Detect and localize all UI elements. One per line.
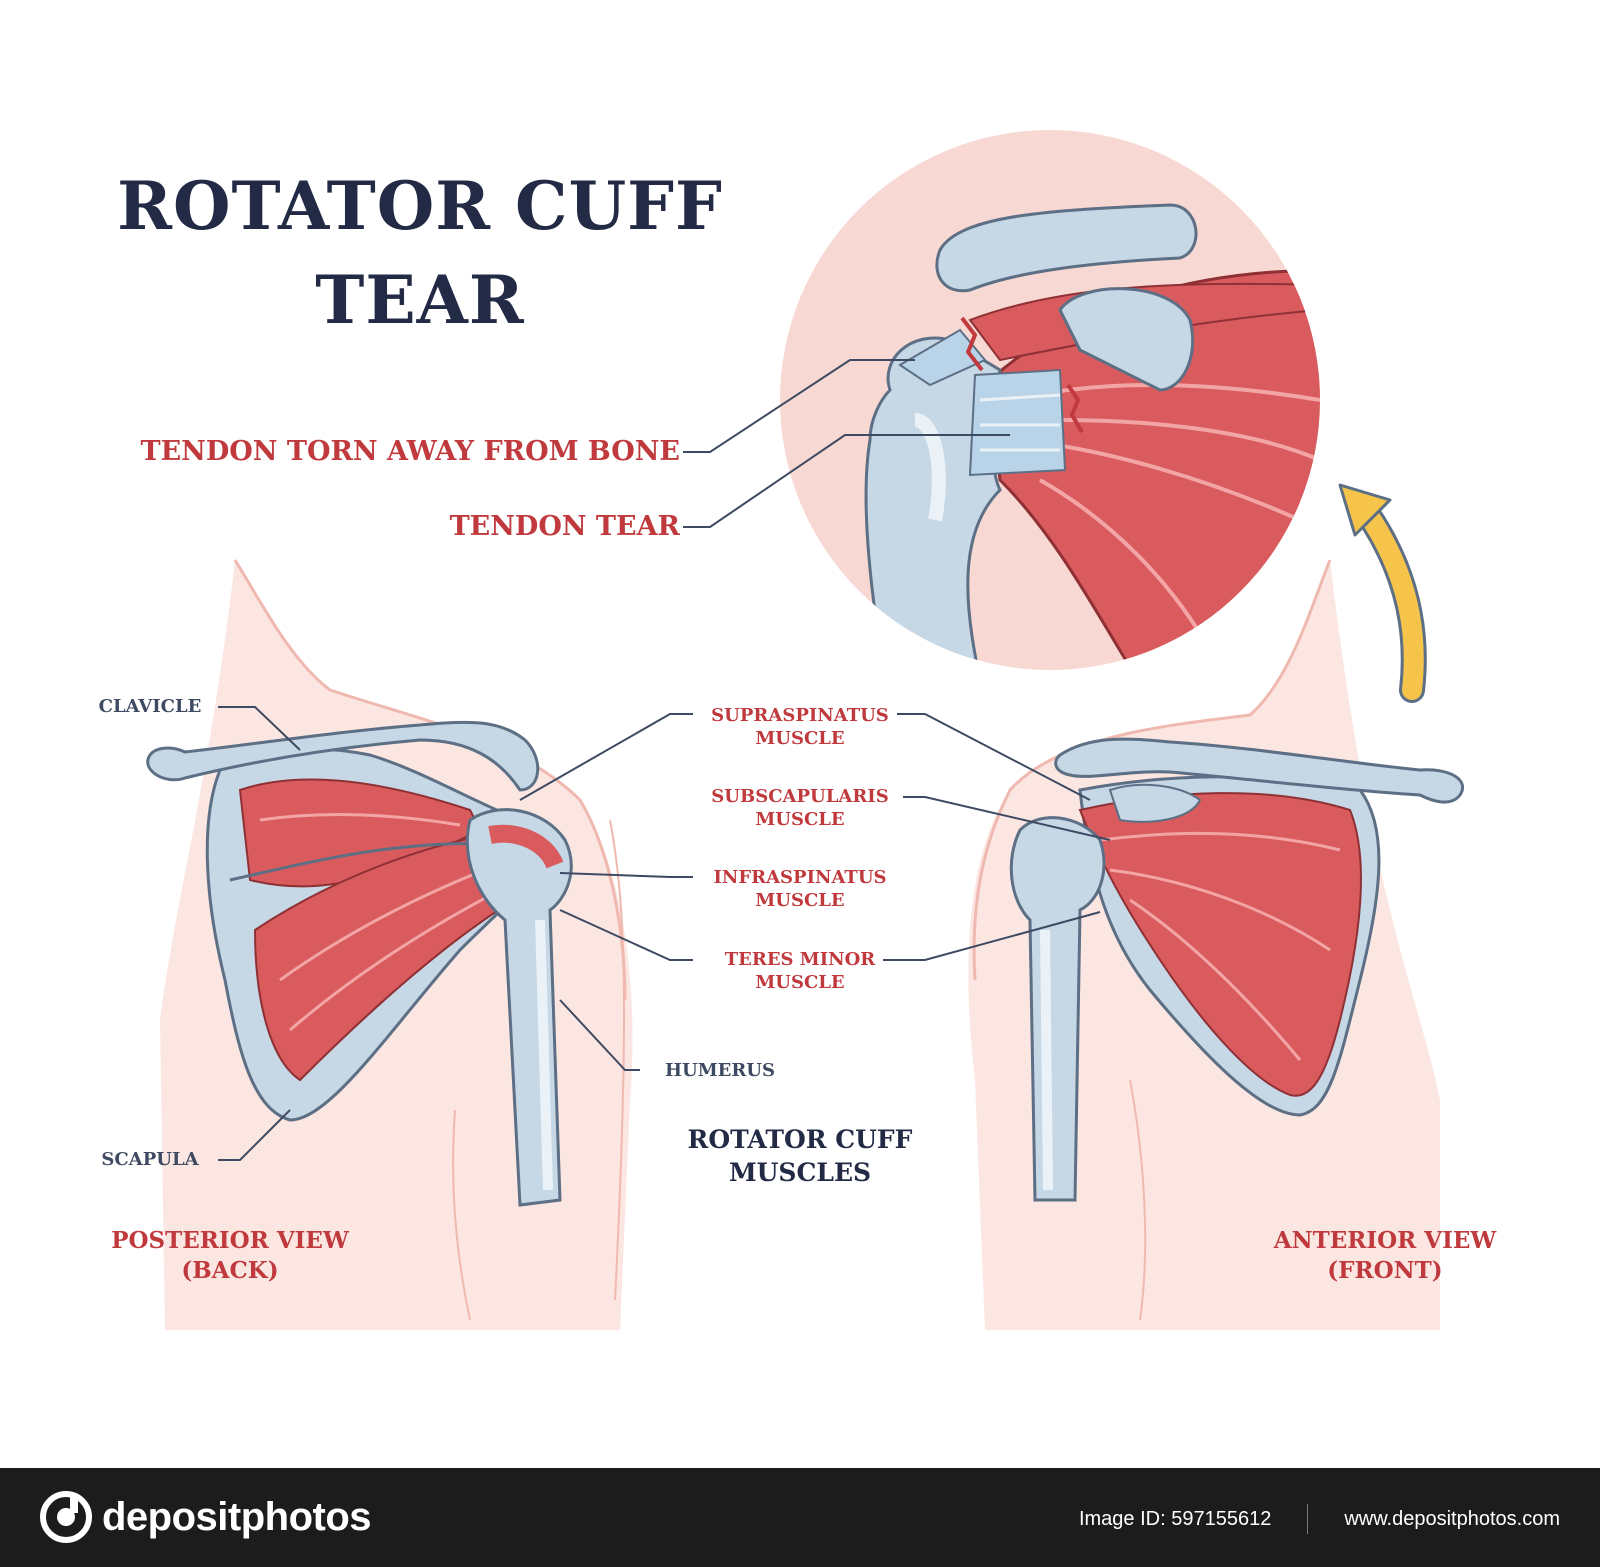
callout-tendon-torn-away: TENDON TORN AWAY FROM BONE (140, 436, 681, 467)
posterior-humerus (465, 808, 573, 1207)
label-anterior-view: ANTERIOR VIEW (FRONT) (1240, 1226, 1530, 1286)
posterior-clavicle (146, 720, 540, 792)
depositphotos-logo-icon (40, 1491, 92, 1543)
subscapularis-line-1: SUBSCAPULARIS (711, 786, 889, 807)
footer-divider (1307, 1504, 1309, 1534)
teres-minor-line-2: MUSCLE (755, 972, 845, 994)
label-humerus: HUMERUS (664, 1060, 775, 1081)
teres-minor-line-1: TERES MINOR (724, 949, 876, 970)
image-id: Image ID: 597155612 (1078, 1507, 1272, 1530)
supraspinatus-line-1: SUPRASPINATUS (711, 705, 889, 726)
group-label-line-2: MUSCLES (728, 1157, 872, 1187)
anterior-clavicle (1054, 737, 1464, 804)
group-label-line-1: ROTATOR CUFF (687, 1125, 913, 1154)
anterior-line-2: (FRONT) (1327, 1256, 1443, 1284)
supraspinatus-line-2: MUSCLE (755, 728, 845, 750)
site-url[interactable]: www.depositphotos.com (1344, 1507, 1560, 1530)
label-clavicle: CLAVICLE (98, 696, 202, 717)
title-line-2: TEAR (315, 260, 525, 339)
subscapularis-line-2: MUSCLE (755, 809, 845, 831)
anterior-humerus (1009, 783, 1202, 1202)
brand[interactable]: depositphotos (40, 1491, 372, 1543)
footer-bar: depositphotos Image ID: 597155612 www.de… (0, 1468, 1600, 1567)
label-scapula: SCAPULA (101, 1149, 199, 1170)
infraspinatus-line-2: MUSCLE (755, 890, 845, 912)
zoom-circle (780, 130, 1320, 670)
label-posterior-view: POSTERIOR VIEW (BACK) (85, 1226, 375, 1286)
label-rotator-cuff-muscles: ROTATOR CUFF MUSCLES (640, 1124, 960, 1189)
anterior-line-1: ANTERIOR VIEW (1273, 1227, 1497, 1254)
label-subscapularis: SUBSCAPULARIS MUSCLE (690, 785, 910, 832)
label-infraspinatus: INFRASPINATUS MUSCLE (690, 866, 910, 913)
title-line-1: ROTATOR CUFF (117, 167, 723, 245)
posterior-line-2: (BACK) (181, 1256, 279, 1284)
leader-lines (218, 359, 1111, 1161)
callout-tendon-tear: TENDON TEAR (449, 511, 680, 542)
page-title: ROTATOR CUFF TEAR (110, 160, 730, 347)
footer-meta: Image ID: 597155612 www.depositphotos.co… (1079, 1504, 1560, 1534)
label-supraspinatus: SUPRASPINATUS MUSCLE (690, 704, 910, 751)
rotator-cuff-illustration (146, 130, 1464, 1330)
zoom-arrow (1338, 483, 1427, 703)
label-teres-minor: TERES MINOR MUSCLE (690, 948, 910, 995)
brand-name: depositphotos (102, 1494, 372, 1539)
posterior-line-1: POSTERIOR VIEW (111, 1227, 349, 1254)
infraspinatus-line-1: INFRASPINATUS (713, 867, 887, 888)
